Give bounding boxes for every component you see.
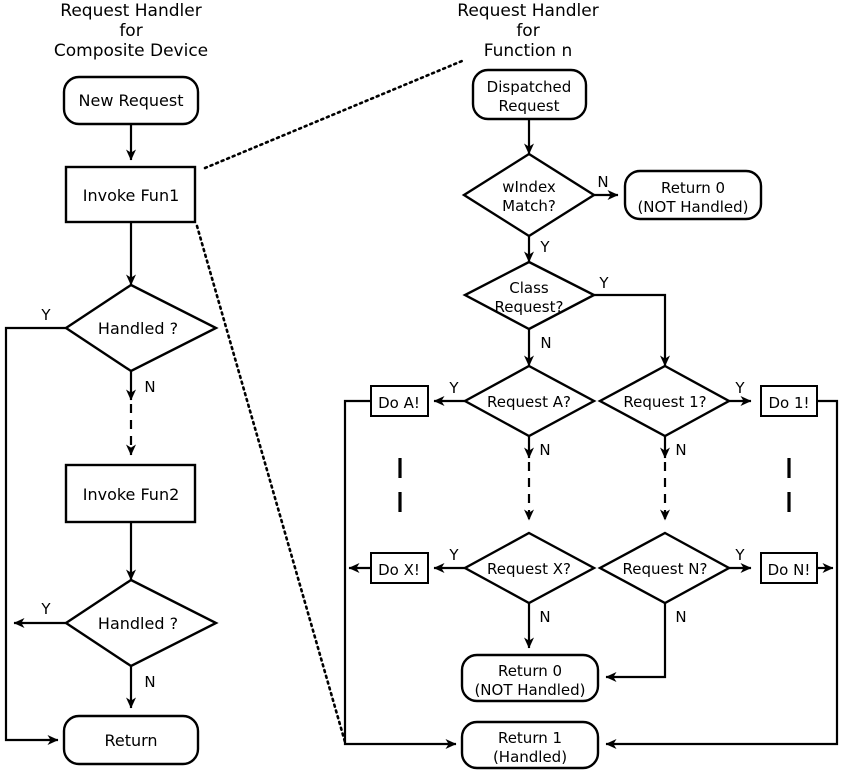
left-title-line3: Composite Device xyxy=(54,41,208,61)
node-return1[interactable]: Return 1 (Handled) xyxy=(460,720,600,770)
node-return0-bottom[interactable]: Return 0 (NOT Handled) xyxy=(460,653,600,703)
dispatched-request-shape xyxy=(471,68,588,121)
do-x-shape xyxy=(370,552,429,584)
node-invoke-fun1[interactable]: Invoke Fun1 xyxy=(64,165,197,224)
return0-bottom-label-2: (NOT Handled) xyxy=(474,681,585,699)
do-1-shape xyxy=(760,385,818,417)
node-dispatched-request[interactable]: Dispatched Request xyxy=(471,68,588,121)
dispatched-request-label-1: Dispatched xyxy=(487,78,572,96)
edge-reqn-no-to-return0 xyxy=(605,603,667,682)
invoke-fun1-shape xyxy=(64,165,197,224)
class-request-label-1: Class xyxy=(509,279,549,297)
label-req1-no: N xyxy=(675,441,686,459)
windex-match-shape xyxy=(461,152,597,238)
return1-label-1: Return 1 xyxy=(498,729,562,747)
node-class-request[interactable]: Class Request? xyxy=(462,260,597,331)
node-request-1[interactable]: Request 1? xyxy=(597,364,732,438)
return0-bottom-label-1: Return 0 xyxy=(498,662,562,680)
label-handled1-yes: Y xyxy=(40,306,51,324)
left-title-line2: for xyxy=(119,21,142,41)
node-do-1[interactable]: Do 1! xyxy=(760,385,818,417)
handled-1-label: Handled ? xyxy=(98,319,178,338)
node-windex-match[interactable]: wIndex Match? xyxy=(461,152,597,238)
do-1-label: Do 1! xyxy=(768,394,809,412)
dispatched-request-label-2: Request xyxy=(499,97,560,115)
right-title-line2: for xyxy=(516,21,539,41)
right-title-line1: Request Handler xyxy=(457,1,598,21)
node-invoke-fun2[interactable]: Invoke Fun2 xyxy=(64,463,197,524)
node-request-n[interactable]: Request N? xyxy=(597,531,732,605)
do-n-shape xyxy=(760,552,818,584)
label-reqa-yes: Y xyxy=(448,379,459,397)
callout-line-bottom xyxy=(195,224,347,744)
return-label: Return xyxy=(104,731,157,750)
node-request-a[interactable]: Request A? xyxy=(462,364,597,438)
do-a-label: Do A! xyxy=(378,394,420,412)
label-class-no: N xyxy=(540,334,551,352)
edge-class-yes xyxy=(594,293,670,367)
node-do-a[interactable]: Do A! xyxy=(370,385,429,417)
edge-do-left-rail-to-return1 xyxy=(343,399,457,749)
node-return[interactable]: Return xyxy=(62,714,200,766)
label-reqn-yes: Y xyxy=(734,546,745,564)
return-shape xyxy=(62,714,200,766)
return1-label-2: (Handled) xyxy=(493,748,567,766)
node-do-n[interactable]: Do N! xyxy=(760,552,818,584)
do-n-label: Do N! xyxy=(768,561,811,579)
request-x-shape xyxy=(462,531,597,605)
label-reqa-no: N xyxy=(539,441,550,459)
invoke-fun1-label: Invoke Fun1 xyxy=(83,186,180,205)
node-request-x[interactable]: Request X? xyxy=(462,531,597,605)
do-x-label: Do X! xyxy=(378,561,420,579)
do-a-shape xyxy=(370,385,429,417)
return1-shape xyxy=(460,720,600,770)
return0-top-label-1: Return 0 xyxy=(661,179,725,197)
label-req1-yes: Y xyxy=(734,379,745,397)
handled-2-label: Handled ? xyxy=(98,614,178,633)
windex-match-label-1: wIndex xyxy=(502,178,556,196)
left-title-line1: Request Handler xyxy=(60,1,201,21)
class-request-shape xyxy=(462,260,597,331)
label-class-yes: Y xyxy=(598,274,609,292)
node-handled-2[interactable]: Handled ? xyxy=(63,578,219,668)
request-1-label: Request 1? xyxy=(623,393,706,411)
node-handled-1[interactable]: Handled ? xyxy=(63,283,219,373)
return0-top-label-2: (NOT Handled) xyxy=(637,198,748,216)
class-request-label-2: Request? xyxy=(495,298,564,316)
new-request-label: New Request xyxy=(79,91,184,110)
windex-match-label-2: Match? xyxy=(502,197,556,215)
handled-2-shape xyxy=(63,578,219,668)
edge-left-bypass-rail xyxy=(4,326,66,745)
request-x-label: Request X? xyxy=(487,560,571,578)
label-windex-no: N xyxy=(597,173,608,191)
label-handled2-no: N xyxy=(144,673,155,691)
request-n-shape xyxy=(597,531,732,605)
request-1-shape xyxy=(597,364,732,438)
label-reqx-no: N xyxy=(539,608,550,626)
request-a-label: Request A? xyxy=(487,393,571,411)
node-new-request[interactable]: New Request xyxy=(62,75,200,126)
label-reqx-yes: Y xyxy=(448,546,459,564)
return0-top-shape xyxy=(623,169,763,221)
handled-1-shape xyxy=(63,283,219,373)
node-return0-top[interactable]: Return 0 (NOT Handled) xyxy=(623,169,763,221)
invoke-fun2-label: Invoke Fun2 xyxy=(83,485,180,504)
node-do-x[interactable]: Do X! xyxy=(370,552,429,584)
label-reqn-no: N xyxy=(675,608,686,626)
left-title: Request Handler for Composite Device xyxy=(54,1,208,61)
edge-do-right-rail-to-return1 xyxy=(605,399,839,749)
return0-bottom-shape xyxy=(460,653,600,703)
request-a-shape xyxy=(462,364,597,438)
label-windex-yes: Y xyxy=(539,238,550,256)
right-title: Request Handler for Function n xyxy=(457,1,598,61)
right-title-line3: Function n xyxy=(484,41,573,61)
label-handled2-yes: Y xyxy=(40,600,51,618)
callout-line-top xyxy=(203,59,464,170)
invoke-fun2-shape xyxy=(64,463,197,524)
label-handled1-no: N xyxy=(144,378,155,396)
new-request-shape xyxy=(62,75,200,126)
request-n-label: Request N? xyxy=(623,560,708,578)
